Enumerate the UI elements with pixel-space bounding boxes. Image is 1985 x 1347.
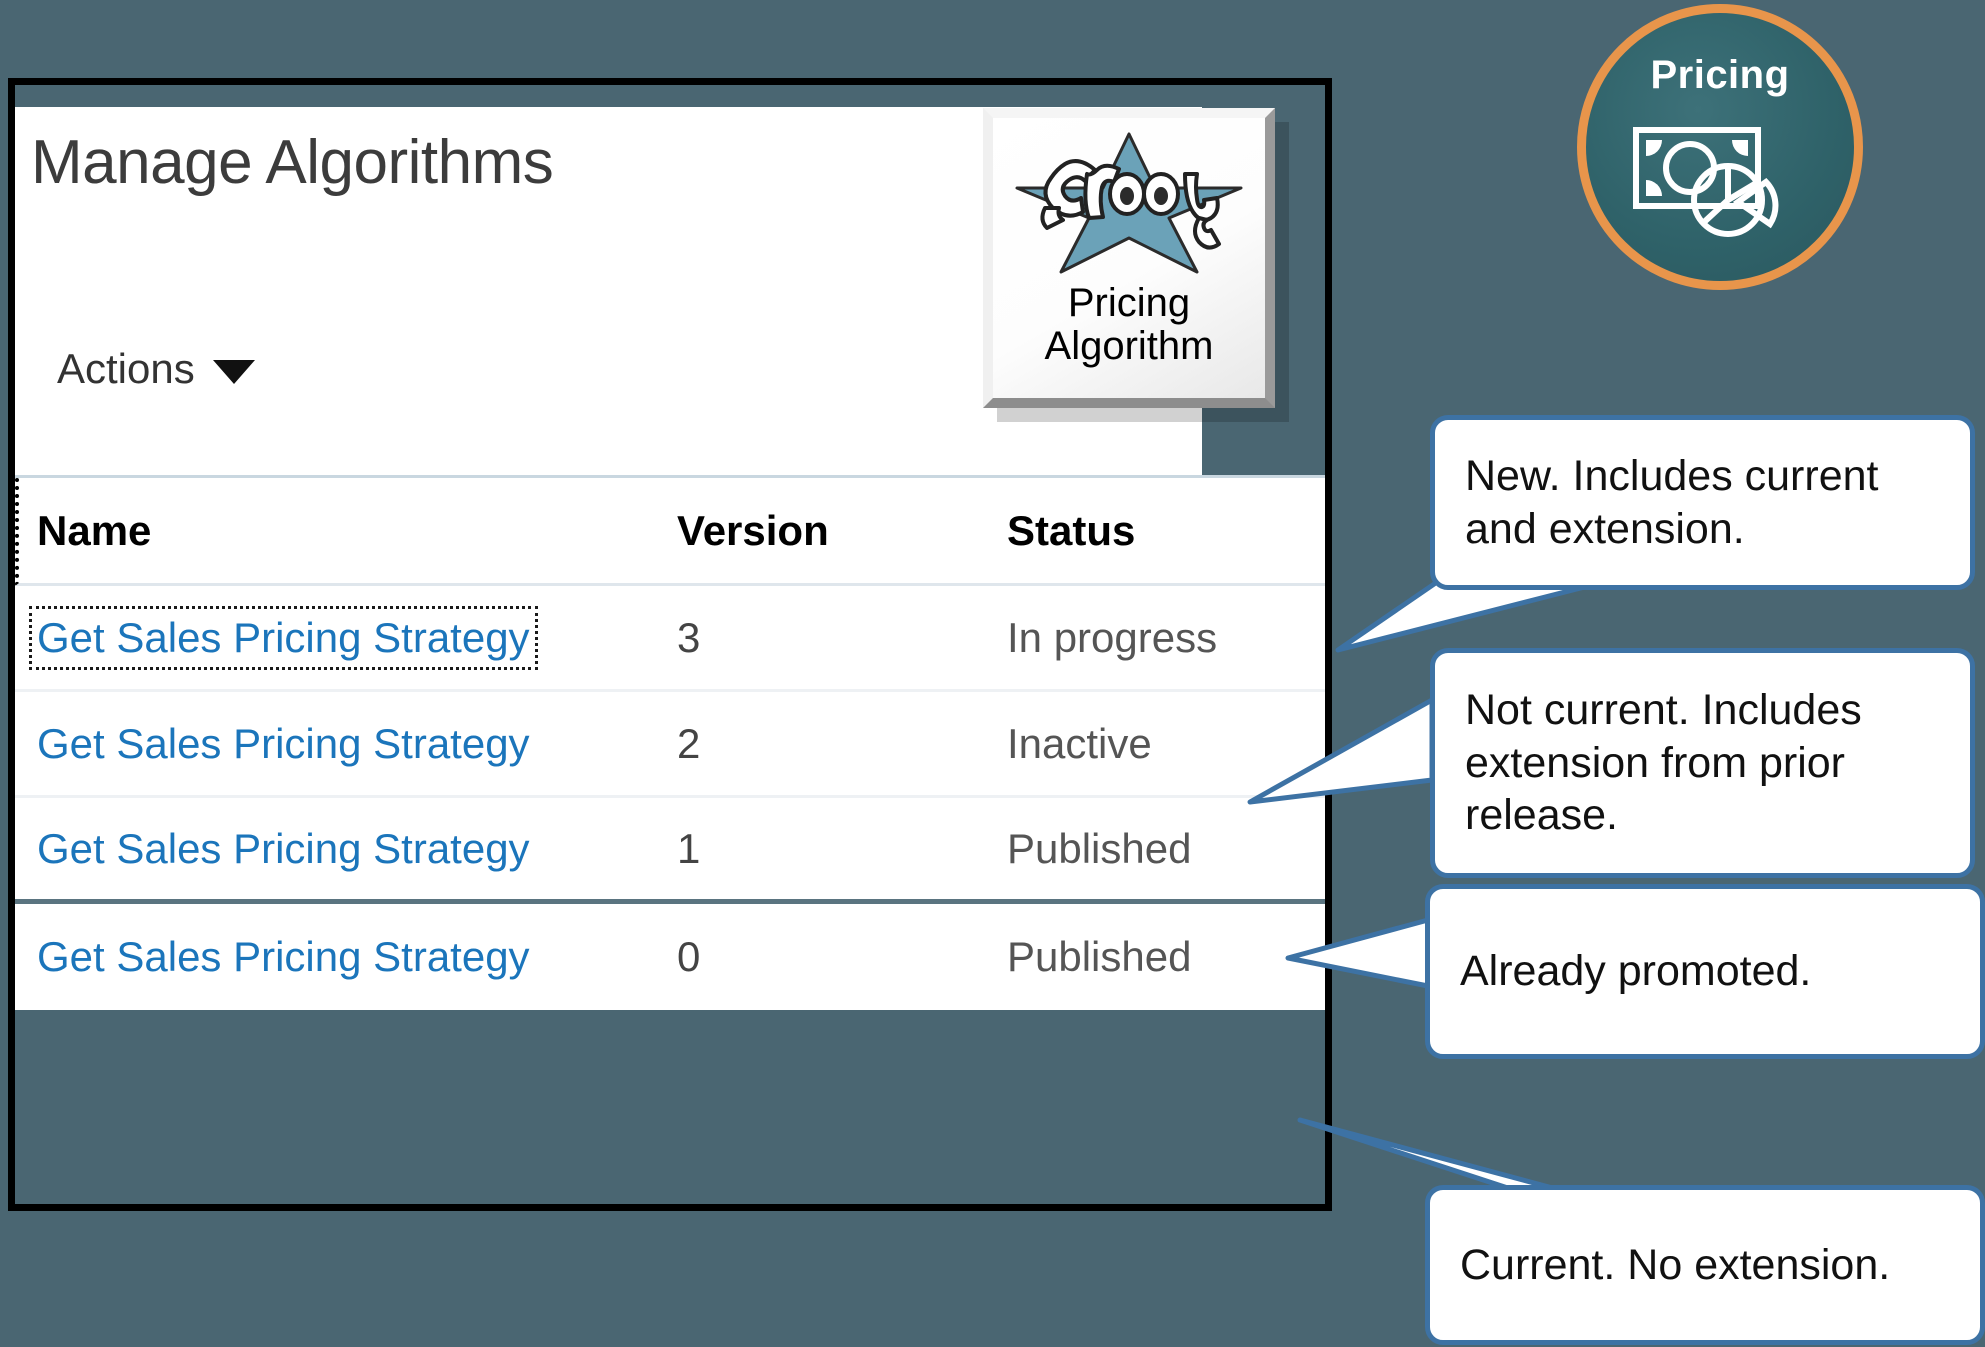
callout-already-promoted: Already promoted. — [1425, 884, 1985, 1059]
callout-current: Current. No extension. — [1425, 1185, 1985, 1345]
page-title: Manage Algorithms — [31, 128, 554, 197]
actions-label: Actions — [57, 345, 195, 392]
algorithm-name-link[interactable]: Get Sales Pricing Strategy — [37, 933, 530, 980]
callout-new-text: New. Includes current and extension. — [1465, 452, 1879, 553]
table-row[interactable]: Get Sales Pricing Strategy 2 Inactive — [15, 692, 1325, 798]
groovy-button-caption: Pricing Algorithm — [1044, 281, 1214, 369]
actions-dropdown-button[interactable]: Actions — [57, 345, 255, 393]
algorithm-name-link[interactable]: Get Sales Pricing Strategy — [29, 605, 538, 670]
cell-version: 2 — [677, 719, 701, 767]
column-header-version[interactable]: Version — [677, 506, 829, 554]
table-row[interactable]: Get Sales Pricing Strategy 1 Published — [15, 798, 1325, 904]
cell-version: 0 — [677, 933, 701, 980]
cell-status: Published — [1007, 824, 1192, 872]
callout-not-current: Not current. Includes extension from pri… — [1430, 648, 1975, 878]
callout-already-promoted-text: Already promoted. — [1460, 947, 1812, 996]
cell-status: In progress — [1007, 613, 1218, 661]
callout-not-current-text: Not current. Includes extension from pri… — [1465, 686, 1862, 840]
cell-name: Get Sales Pricing Strategy — [37, 933, 677, 981]
pricing-badge[interactable]: Pricing — [1577, 4, 1863, 290]
cell-status: Inactive — [1007, 719, 1152, 767]
algorithms-table: Name Version Status Get Sales Pricing St… — [15, 475, 1325, 1010]
table-row[interactable]: Get Sales Pricing Strategy 0 Published — [15, 904, 1325, 1010]
cell-version: 1 — [677, 824, 701, 872]
column-header-name[interactable]: Name — [37, 506, 152, 554]
cell-version: 3 — [677, 613, 701, 661]
column-header-status[interactable]: Status — [1007, 506, 1136, 554]
cell-name: Get Sales Pricing Strategy — [37, 720, 677, 768]
groovy-star-logo — [1015, 132, 1243, 274]
cell-name: Get Sales Pricing Strategy — [29, 605, 677, 670]
algorithm-name-link[interactable]: Get Sales Pricing Strategy — [37, 824, 530, 872]
cell-name: Get Sales Pricing Strategy — [37, 825, 677, 873]
pricing-badge-label: Pricing — [1650, 53, 1790, 97]
banknote-pie-chart-icon — [1633, 127, 1779, 237]
table-row[interactable]: Get Sales Pricing Strategy 3 In progress — [15, 586, 1325, 692]
callout-new: New. Includes current and extension. — [1430, 415, 1975, 590]
pricing-algorithm-groovy-button[interactable]: Pricing Algorithm — [983, 108, 1275, 408]
chevron-down-icon — [212, 360, 255, 384]
algorithm-name-link[interactable]: Get Sales Pricing Strategy — [37, 719, 530, 767]
callout-current-text: Current. No extension. — [1460, 1240, 1891, 1289]
cell-status: Published — [1007, 933, 1192, 980]
table-header-row: Name Version Status — [15, 478, 1325, 586]
